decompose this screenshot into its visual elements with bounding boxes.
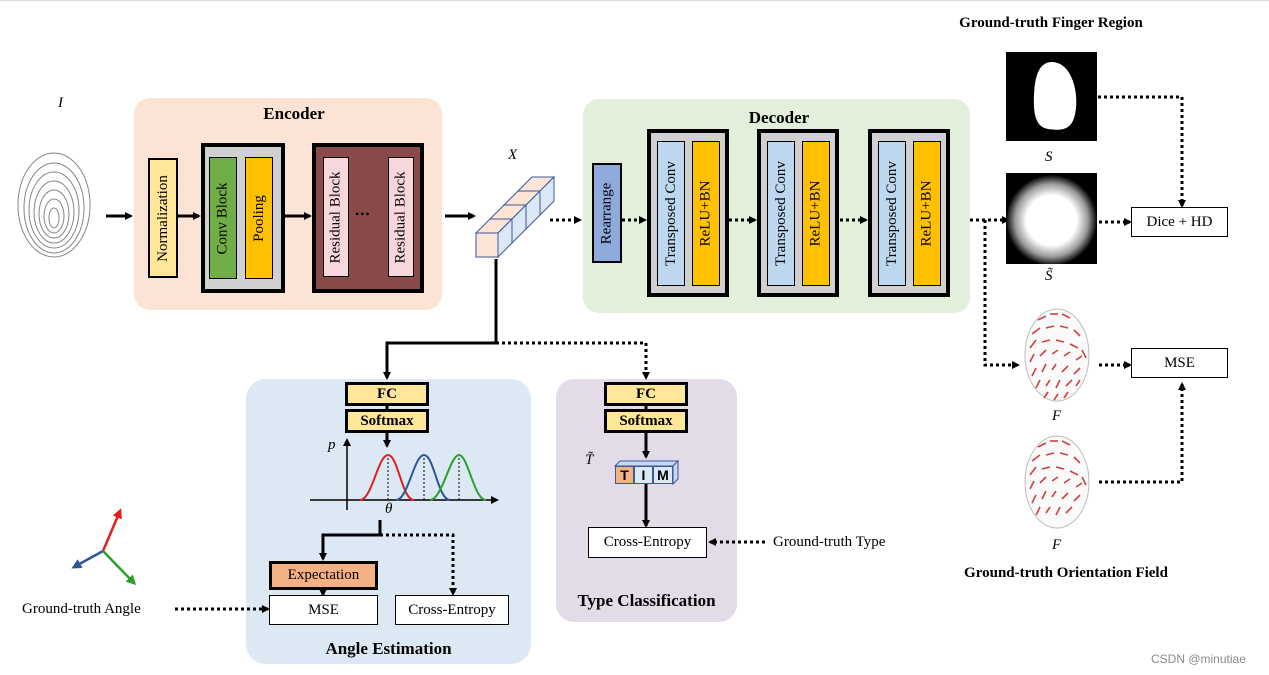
residual-block-2-label: Residual Block [392,170,409,264]
type-softmax-box: Softmax [604,409,688,433]
transposed-conv-2-label: Transposed Conv [772,161,789,266]
conv-block-label: Conv Block [214,181,231,255]
type-cell-m: M [653,466,673,484]
pooling-block: Pooling [245,157,273,279]
angle-title: Angle Estimation [325,639,452,658]
input-symbol: I [58,95,63,111]
ground-truth-type-label: Ground-truth Type [773,534,886,550]
angle-mse-box: MSE [269,595,378,625]
relu-bn-2: ReLU+BN [802,141,830,286]
residual-block-2: Residual Block [388,157,414,277]
angle-axes-icon [71,508,137,586]
relu-bn-1-label: ReLU+BN [697,180,714,247]
seg-pred-symbol: S̃ [1045,268,1053,284]
transposed-conv-3: Transposed Conv [878,141,906,286]
relu-bn-3: ReLU+BN [913,141,941,286]
type-cell-i: I [634,466,653,484]
latent-symbol: X [508,147,518,163]
finger-region-title: Ground-truth Finger Region [959,15,1143,31]
decoder-title: Decoder [748,108,810,127]
normalization-label: Normalization [154,174,171,262]
type-fc-box: FC [604,382,688,406]
transposed-conv-2: Transposed Conv [767,141,795,286]
transposed-conv-1: Transposed Conv [657,141,685,286]
theta-symbol: θ [385,501,393,517]
encoder-title: Encoder [263,104,325,123]
residual-block-1-label: Residual Block [327,170,344,264]
top-border [0,0,1269,1]
orient-pred-symbol: F [1052,408,1062,424]
predicted-mask [1006,173,1097,264]
orient-gt-symbol: F [1052,537,1062,553]
pooling-label: Pooling [250,194,267,242]
ellipsis: ••• [355,207,371,221]
transposed-conv-1-label: Transposed Conv [662,161,679,266]
orientation-title: Ground-truth Orientation Field [964,565,1168,581]
residual-block-1: Residual Block [323,157,349,277]
dice-hd-box: Dice + HD [1131,207,1228,237]
type-title: Type Classification [577,591,716,610]
angle-fc-box: FC [345,382,429,406]
angle-cross-entropy-box: Cross-Entropy [395,595,509,625]
watermark: CSDN @minutiae [1151,652,1246,666]
type-pred-symbol: T̃ [585,452,594,468]
latent-x-vector [474,175,556,259]
ground-truth-angle-label: Ground-truth Angle [22,601,141,617]
angle-softmax-box: Softmax [345,409,429,433]
transposed-conv-3-label: Transposed Conv [883,161,900,266]
relu-bn-1: ReLU+BN [692,141,720,286]
ground-truth-orientation-field [1024,435,1090,529]
relu-bn-2-label: ReLU+BN [807,180,824,247]
rearrange-block: Rearrange [592,163,622,263]
expectation-box: Expectation [269,561,378,590]
mse-box-right: MSE [1131,348,1228,378]
input-fingerprint [17,152,91,258]
seg-gt-symbol: S [1045,149,1053,165]
rearrange-label: Rearrange [598,182,615,244]
normalization-block: Normalization [148,158,178,278]
type-cell-t: T [615,466,634,484]
p-symbol: p [328,437,336,453]
predicted-orientation-field [1024,308,1090,402]
type-cross-entropy-box: Cross-Entropy [588,527,707,558]
relu-bn-3-label: ReLU+BN [918,180,935,247]
conv-block: Conv Block [209,157,237,279]
